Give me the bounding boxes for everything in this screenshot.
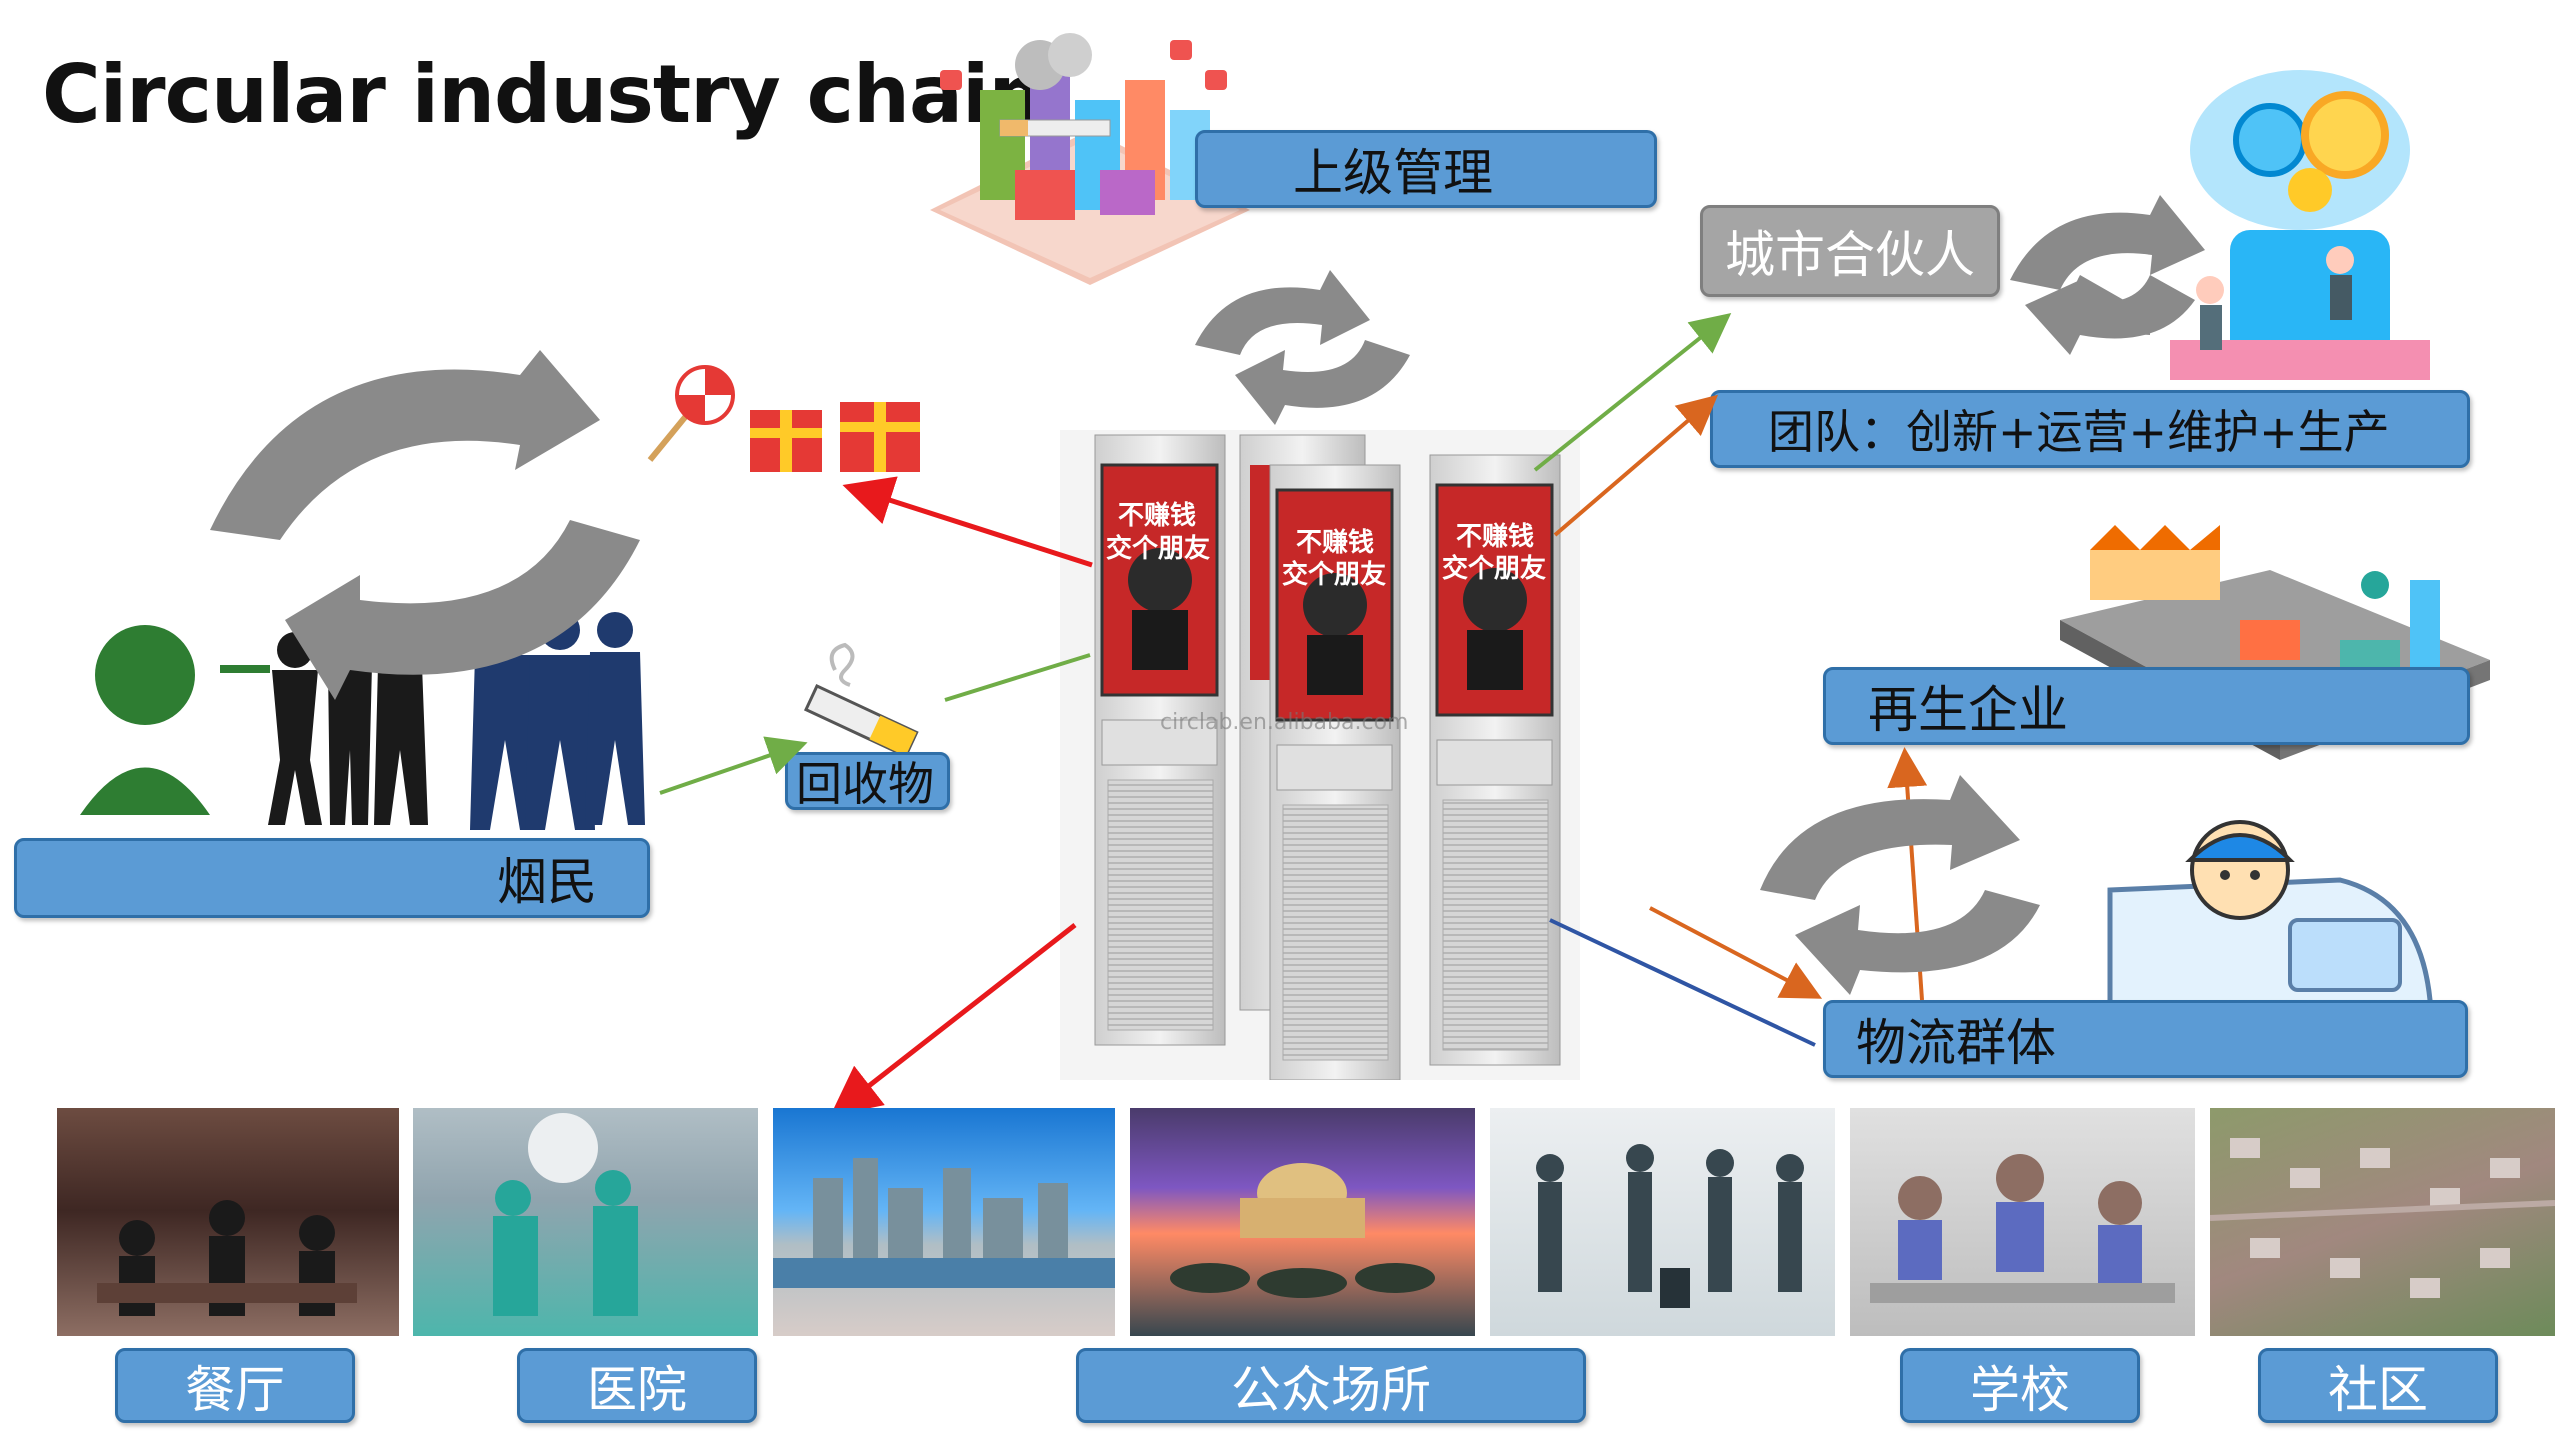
watermark: circlab.en.alibaba.com	[1160, 710, 1409, 735]
gift-box-icon	[745, 390, 925, 475]
arrow-to-venues	[830, 923, 1077, 1117]
team-gears-illustration	[2100, 60, 2460, 400]
cycle-arrow-top	[1195, 270, 1410, 425]
smokers-people-illustration	[60, 600, 650, 840]
smokers-box: 烟民	[14, 838, 650, 918]
cigarette-butt-icon	[800, 640, 930, 760]
kiosk-middle	[1269, 464, 1401, 1080]
recyclables-box: 回收物	[785, 752, 950, 811]
venue-school-label: 学校	[1970, 1360, 2070, 1419]
venue-public-box: 公众场所	[1076, 1348, 1586, 1423]
logistics-label: 物流群体	[1856, 1014, 2056, 1072]
photo-palace-night	[1130, 1108, 1475, 1336]
logistics-box: 物流群体	[1823, 1000, 2468, 1078]
venue-restaurant-box: 餐厅	[115, 1348, 355, 1423]
arrow-to-logistics	[1649, 906, 1823, 999]
photo-neighborhood	[2210, 1108, 2555, 1336]
venue-school-box: 学校	[1900, 1348, 2140, 1423]
kiosk-headline-1-right: 不赚钱	[1456, 522, 1535, 552]
kiosk-headline-2: 交个朋友	[1106, 534, 1211, 564]
photo-school	[1850, 1108, 2195, 1336]
management-box: 上级管理	[1195, 130, 1657, 208]
photo-airport	[1490, 1108, 1835, 1336]
recyclables-label: 回收物	[796, 757, 934, 811]
smokers-label: 烟民	[497, 853, 597, 911]
kiosk-headline-1-mid: 不赚钱	[1296, 528, 1375, 558]
team-label: 团队：创新+运营+维护+生产	[1768, 405, 2390, 459]
kiosk-left	[1094, 434, 1226, 1046]
venue-hospital-box: 医院	[517, 1348, 757, 1423]
vending-kiosks-image: 不赚钱 交个朋友 不赚钱 交个朋友 不赚钱 交个朋友 circlab.en.al…	[1060, 430, 1580, 1080]
venue-restaurant-label: 餐厅	[185, 1360, 285, 1419]
arrow-logistics-to-enterprise	[1887, 747, 1928, 1001]
line-kiosk-to-logistics	[1549, 918, 1816, 1047]
venue-hospital-label: 医院	[587, 1360, 687, 1419]
kiosk-headline-2-mid: 交个朋友	[1282, 560, 1387, 590]
venue-community-box: 社区	[2258, 1348, 2498, 1423]
city-partner-label: 城市合伙人	[1725, 226, 1975, 284]
photo-restaurant	[57, 1108, 399, 1336]
photo-hospital	[413, 1108, 758, 1336]
city-buildings-illustration	[920, 20, 1260, 290]
recycle-enterprise-label: 再生企业	[1868, 681, 2068, 739]
kiosk-headline-1: 不赚钱	[1118, 501, 1197, 531]
team-box: 团队：创新+运营+维护+生产	[1710, 390, 2470, 468]
page-title: Circular industry chain	[42, 48, 1045, 141]
photo-city-skyline	[773, 1108, 1115, 1336]
venue-community-label: 社区	[2328, 1360, 2428, 1419]
kiosk-headline-2-right: 交个朋友	[1442, 554, 1547, 584]
kiosk-right	[1429, 454, 1561, 1066]
arrow-to-gifts	[842, 476, 1093, 568]
management-label: 上级管理	[1293, 144, 1493, 202]
arrow-smokers-to-recyclables	[659, 736, 808, 795]
recycle-enterprise-box: 再生企业	[1823, 667, 2470, 745]
lollipop-icon	[640, 360, 750, 470]
city-partner-box: 城市合伙人	[1700, 205, 2000, 297]
cycle-arrow-logistics	[1760, 775, 2040, 995]
venue-public-label: 公众场所	[1231, 1360, 1431, 1419]
